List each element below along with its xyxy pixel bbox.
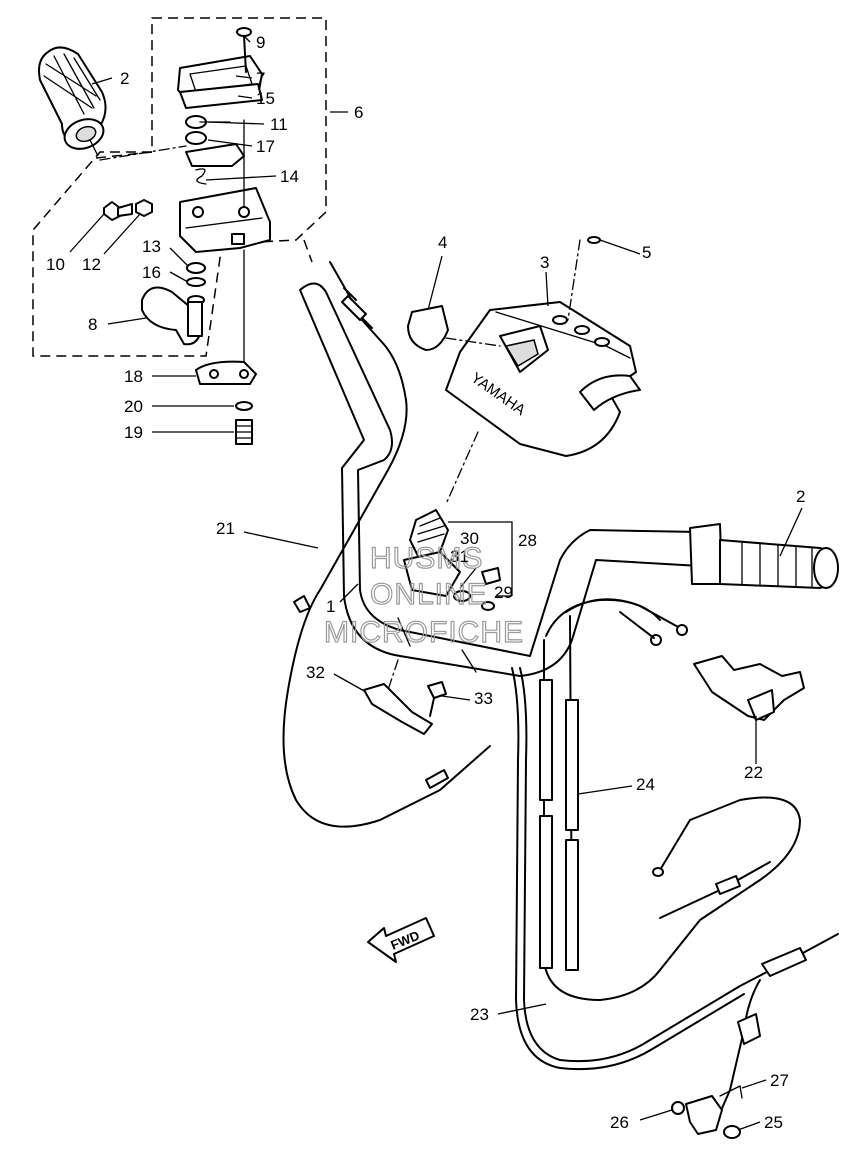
switch-bracket-lines [448,521,513,597]
cable-23[interactable] [511,667,839,1139]
label-6: 6 [354,103,363,122]
throttle-assembly-group-outline [32,17,327,357]
label-12: 12 [82,255,101,274]
label-29: 29 [494,583,513,602]
washer-20[interactable] [235,401,253,411]
label-2-left: 2 [120,69,129,88]
watermark-line-3: MICROFICHE [324,616,524,649]
label-27: 27 [770,1071,789,1090]
label-2-right: 2 [796,487,805,506]
label-22: 22 [744,763,763,782]
label-14: 14 [280,167,299,186]
bracket-bolt[interactable] [427,681,447,717]
label-28: 28 [518,531,537,550]
label-15: 15 [256,89,275,108]
leader-lines [69,35,803,1131]
watermark-line-2: ONLINE [370,578,488,611]
cover-small-clip[interactable] [587,236,601,244]
clamp-18[interactable] [195,360,257,385]
forward-direction-arrow: FWD [367,917,435,963]
handlebar-cover[interactable]: YAMAHA [445,301,641,457]
label-3: 3 [540,253,549,272]
label-16: 16 [142,263,161,282]
reference-lines [99,145,581,691]
left-grip[interactable] [38,46,108,157]
label-9: 9 [256,33,265,52]
cover-screw[interactable] [236,27,252,73]
label-25: 25 [764,1113,783,1132]
nut-12[interactable] [135,199,153,217]
watermark: HUSMS ONLINE MICROFICHE [323,541,524,649]
watermark-line-1: HUSMS [370,542,483,575]
cable-24[interactable] [539,598,801,1001]
throttle-lever[interactable] [141,286,203,346]
label-24: 24 [636,775,655,794]
cable-21[interactable] [282,261,491,828]
label-31: 31 [450,547,469,566]
label-4: 4 [438,233,447,252]
part-number-labels: 2 9 7 15 6 11 17 14 10 12 13 16 8 18 20 … [46,33,805,1132]
switch-assembly[interactable] [403,509,501,611]
label-20: 20 [124,397,143,416]
handlebar[interactable] [299,282,701,677]
right-grip[interactable] [689,523,839,589]
label-23: 23 [470,1005,489,1024]
label-8: 8 [88,315,97,334]
washers-13-16[interactable] [186,262,206,305]
housing-screw-10[interactable] [103,201,133,221]
label-19: 19 [124,423,143,442]
cover-insert[interactable] [407,305,449,351]
label-7: 7 [256,69,265,88]
cable-bracket[interactable] [363,683,433,735]
label-21: 21 [216,519,235,538]
label-30: 30 [460,529,479,548]
bolt-19[interactable] [235,419,253,445]
label-13: 13 [142,237,161,256]
stack-parts[interactable] [185,115,245,185]
label-32: 32 [306,663,325,682]
throttle-housing-body[interactable] [179,187,271,253]
label-18: 18 [124,367,143,386]
housing-cover[interactable] [177,55,263,109]
label-33: 33 [474,689,493,708]
label-1: 1 [326,597,335,616]
label-17: 17 [256,137,275,156]
label-11: 11 [270,115,288,134]
right-switch[interactable] [693,655,805,721]
label-5: 5 [642,243,651,262]
label-26: 26 [610,1113,629,1132]
label-10: 10 [46,255,65,274]
